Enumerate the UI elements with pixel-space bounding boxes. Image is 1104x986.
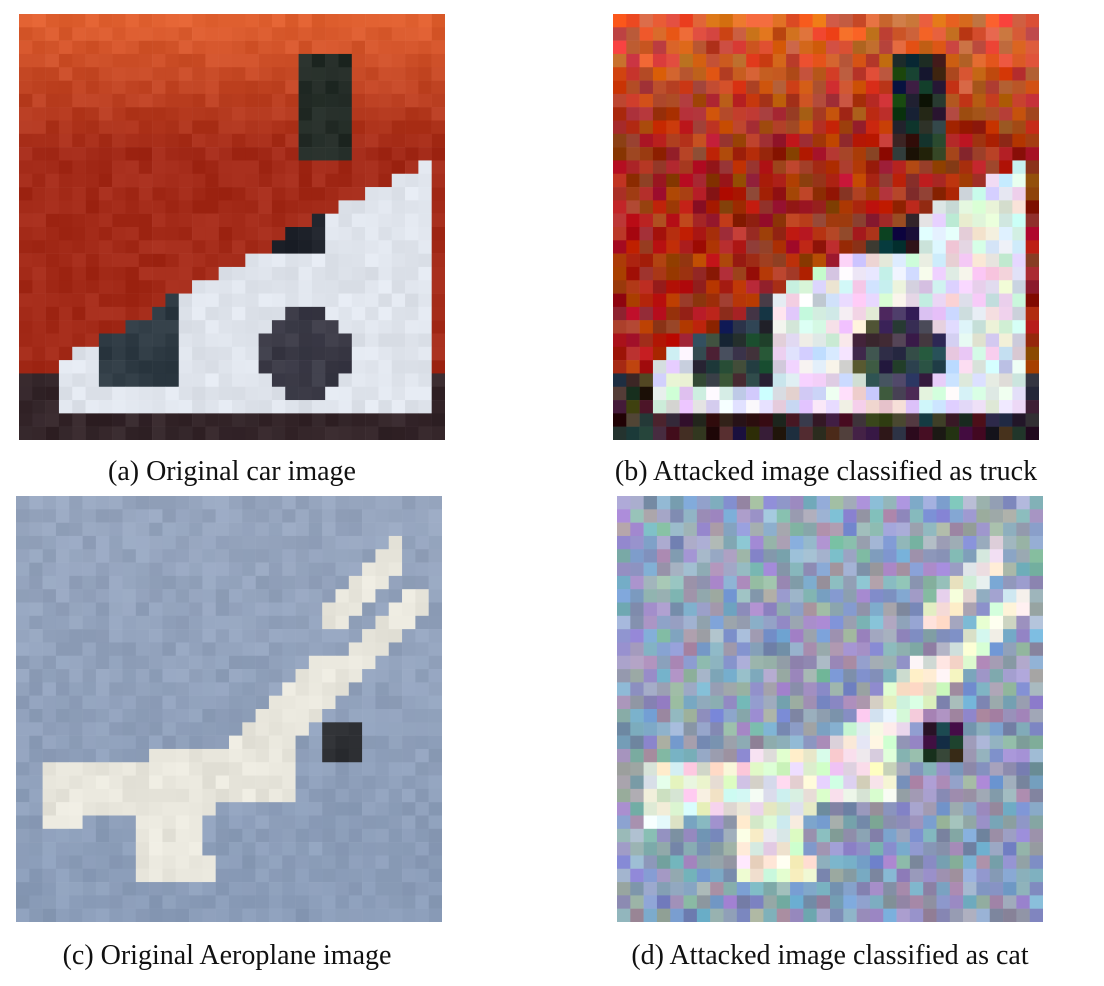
car-image-b bbox=[613, 14, 1039, 440]
original-plane-image bbox=[16, 496, 442, 922]
caption-d: (d) Attacked image classified as cat bbox=[631, 940, 1029, 971]
caption-a: (a) Original car image bbox=[108, 456, 356, 487]
car-image-a bbox=[19, 14, 445, 440]
plane-image-d bbox=[617, 496, 1043, 922]
caption-b: (b) Attacked image classified as truck bbox=[614, 456, 1038, 487]
caption-c: (c) Original Aeroplane image bbox=[62, 940, 392, 971]
plane-image-c bbox=[16, 496, 442, 922]
attacked-car-image bbox=[613, 14, 1039, 440]
attacked-plane-image bbox=[617, 496, 1043, 922]
original-car-image bbox=[19, 14, 445, 440]
